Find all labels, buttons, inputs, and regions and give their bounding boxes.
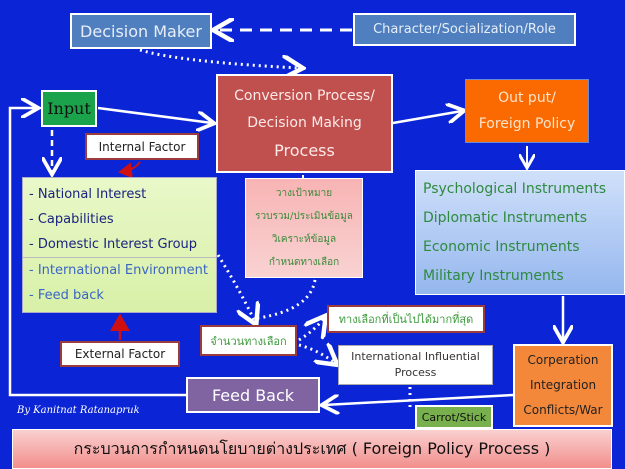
external-factor-box: External Factor — [60, 341, 180, 367]
character-role-label: Character/Socialization/Role — [373, 22, 556, 37]
most-possible-box: ทางเลือกที่เป็นไปได้มากที่สุด — [327, 305, 485, 333]
arrow-outcomes-to-feedback — [324, 393, 514, 405]
page-title: กระบวนการกำหนดนโยบายต่างประเทศ ( Foreign… — [73, 438, 551, 458]
arrow-internal-factor — [118, 161, 141, 179]
factor-item: - Domestic Interest Group — [29, 237, 198, 252]
arrow-options-to-most — [298, 318, 324, 342]
factor-item: - Capabilities — [29, 212, 114, 227]
internal-factor-label: Internal Factor — [98, 139, 186, 154]
feed-back-box: Feed Back — [186, 377, 320, 413]
output-line1: Out put/ — [498, 90, 556, 106]
internal-factor-box: Internal Factor — [85, 133, 199, 160]
input-label: Input — [47, 99, 91, 118]
feed-back-label: Feed Back — [211, 385, 295, 405]
output-box: Out put/ Foreign Policy — [465, 79, 589, 143]
instrument-item: Psychological Instruments — [423, 180, 607, 197]
conversion-line2: Decision Making — [247, 115, 362, 131]
arrow-input-to-conversion — [97, 106, 212, 123]
instrument-item: Diplomatic Instruments — [423, 209, 588, 226]
num-options-label: จำนวนทางเลือก — [210, 334, 287, 348]
carrot-stick-box: Carrot/Stick — [415, 405, 493, 429]
arrow-conversion-to-output — [392, 111, 462, 125]
conversion-line3: Process — [274, 141, 335, 160]
outcome-item: Corperation — [527, 353, 599, 367]
instruments-box: Psychological Instruments Diplomatic Ins… — [415, 170, 625, 295]
intl-influential-line1: International Influential — [351, 350, 480, 363]
intl-influential-box: International Influential Process — [338, 345, 493, 385]
thai-steps-box: วางเป้าหมาย รวบรวม/ประเมินข้อมูล วิเคราะ… — [245, 178, 363, 278]
external-factor-label: External Factor — [74, 347, 166, 361]
factor-item: - National Interest — [29, 187, 147, 202]
thai-step: วิเคราะห์ข้อมูล — [271, 234, 337, 245]
arrow-maker-to-conversion — [139, 48, 300, 68]
most-possible-label: ทางเลือกที่เป็นไปได้มากที่สุด — [338, 313, 474, 326]
outcome-item: Integration — [529, 378, 597, 392]
arrow-steps-to-options — [257, 279, 317, 320]
character-role-box: Character/Socialization/Role — [353, 13, 576, 46]
arrow-options-to-influential — [298, 345, 335, 363]
conversion-process-box: Conversion Process/ Decision Making Proc… — [216, 74, 393, 173]
factor-item: - Feed back — [29, 288, 104, 303]
outcomes-box: Corperation Integration Conflicts/War — [513, 344, 613, 427]
outcome-item: Conflicts/War — [523, 403, 603, 417]
author-credit: By Kanitnat Ratanapruk — [17, 405, 140, 416]
carrot-stick-label: Carrot/Stick — [421, 410, 487, 424]
intl-influential-line2: Process — [394, 366, 437, 379]
title-banner: กระบวนการกำหนดนโยบายต่างประเทศ ( Foreign… — [12, 429, 612, 469]
instrument-item: Military Instruments — [423, 267, 564, 284]
factor-item: - International Environment — [29, 263, 208, 278]
thai-step: รวบรวม/ประเมินข้อมูล — [255, 211, 353, 222]
factors-box: - National Interest - Capabilities - Dom… — [22, 177, 217, 313]
output-line2: Foreign Policy — [478, 116, 576, 132]
instrument-item: Economic Instruments — [423, 238, 580, 255]
thai-step: กำหนดทางเลือก — [268, 257, 340, 268]
decision-maker-box: Decision Maker — [70, 13, 212, 49]
input-box: Input — [41, 90, 97, 127]
conversion-line1: Conversion Process/ — [234, 88, 375, 104]
thai-step: วางเป้าหมาย — [275, 188, 333, 199]
num-options-box: จำนวนทางเลือก — [200, 325, 297, 356]
decision-maker-label: Decision Maker — [80, 21, 202, 41]
factors-divider — [23, 257, 216, 258]
